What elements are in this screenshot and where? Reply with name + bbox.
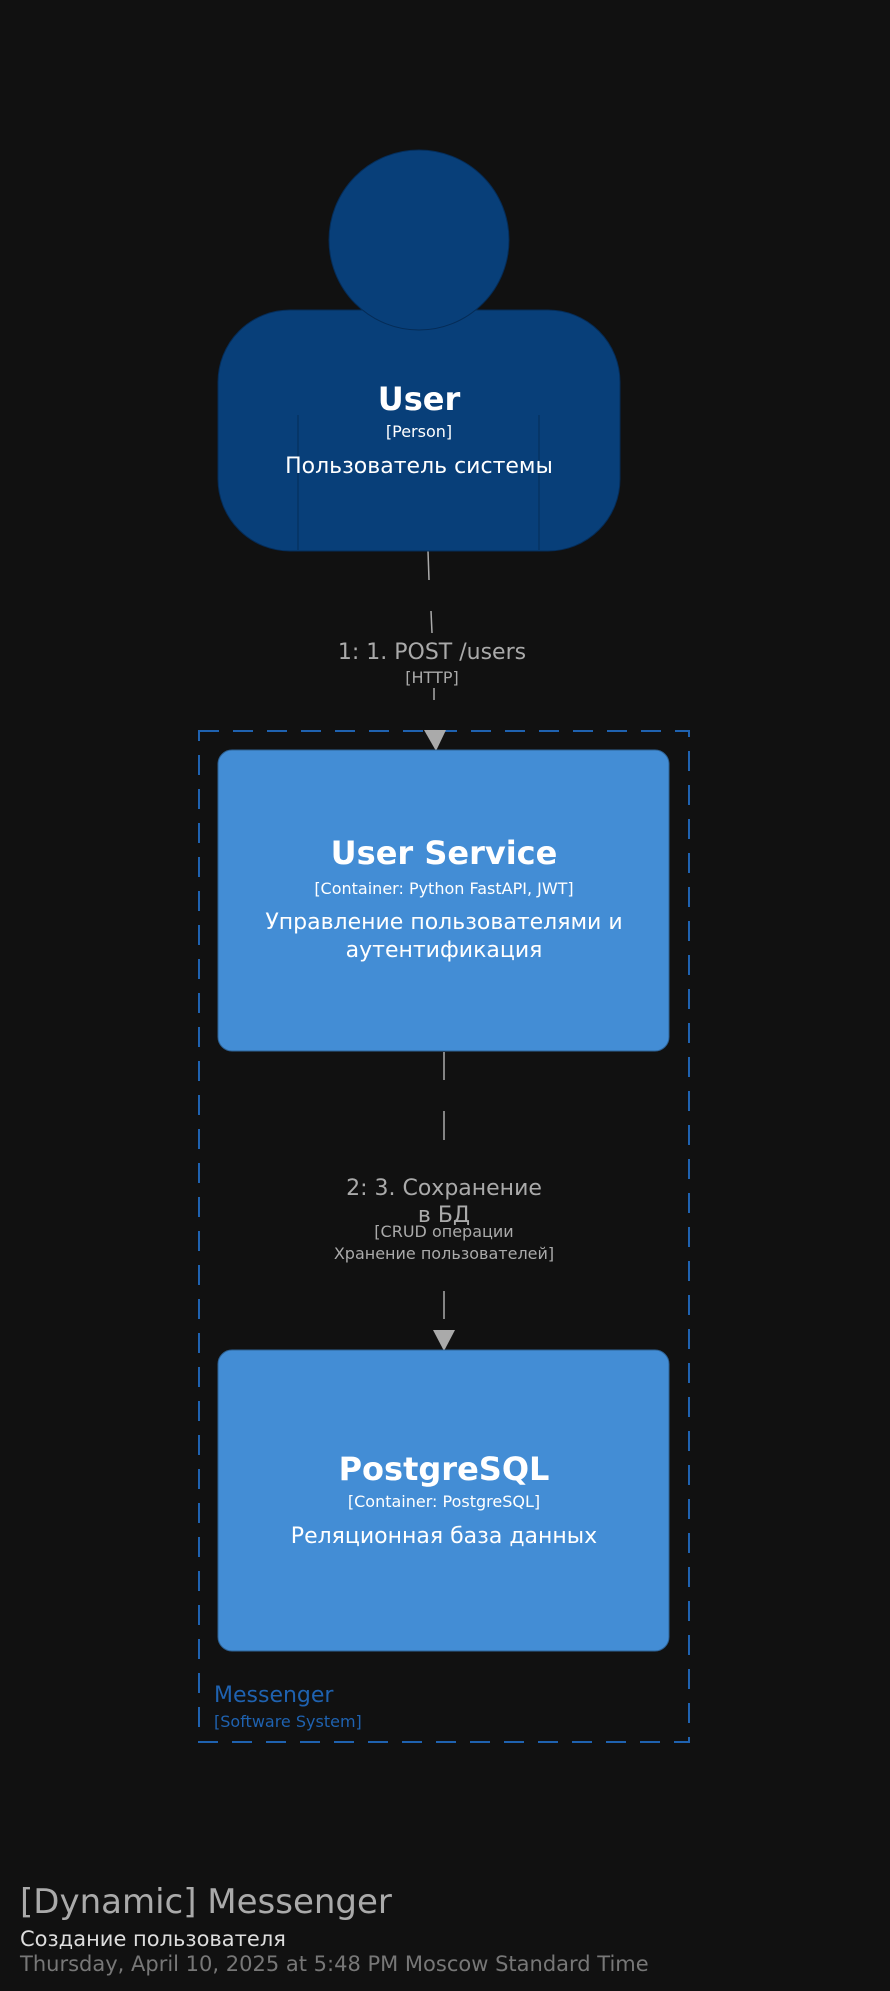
boundary-name: Messenger [214,1683,334,1708]
relationship-save-db[interactable]: 2: 3. Сохранение в БД [CRUD операции Хра… [334,1052,554,1351]
arrowhead-icon [433,1330,455,1351]
container-description-line2: аутентификация [346,938,543,963]
container-type: [Container: Python FastAPI, JWT] [314,879,573,898]
container-description: Реляционная база данных [291,1524,597,1549]
boundary-type: [Software System] [214,1712,362,1731]
diagram-title: [Dynamic] Messenger [20,1882,392,1922]
relationship-label-line2: в БД [418,1203,470,1228]
container-description: Управление пользователями и [265,910,622,935]
relationship-line [430,610,433,634]
relationship-technology: [CRUD операции [374,1222,513,1241]
container-box [217,749,670,1052]
person-type: [Person] [386,422,452,441]
relationship-technology: [HTTP] [405,668,458,687]
relationship-label: 2: 3. Сохранение [346,1176,542,1201]
container-name: PostgreSQL [339,1450,550,1488]
diagram-timestamp: Thursday, April 10, 2025 at 5:48 PM Mosc… [19,1952,649,1976]
arrowhead-icon [424,730,446,751]
relationship-technology-line2: Хранение пользователей] [334,1244,554,1263]
diagram-title-block: [Dynamic] Messenger Создание пользовател… [19,1882,649,1976]
container-type: [Container: PostgreSQL] [348,1492,540,1511]
relationship-post-users[interactable]: 1: 1. POST /users [HTTP] [338,550,526,751]
container-box [217,1349,670,1652]
diagram-subtitle: Создание пользователя [20,1927,286,1951]
relationship-line [427,550,430,581]
relationship-label: 1: 1. POST /users [338,640,526,665]
person-description: Пользователь системы [285,454,553,479]
person-name: User [378,380,461,418]
person-icon [328,149,510,331]
container-postgresql[interactable]: PostgreSQL [Container: PostgreSQL] Реляц… [217,1349,670,1652]
container-user-service[interactable]: User Service [Container: Python FastAPI,… [217,749,670,1052]
container-name: User Service [331,834,558,872]
person-user[interactable]: User [Person] Пользователь системы [217,149,621,552]
